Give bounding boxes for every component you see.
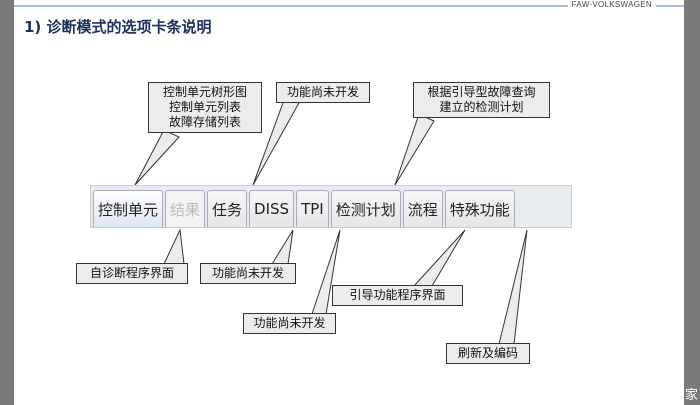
- tab-flow[interactable]: 流程: [402, 190, 443, 227]
- tab-diss[interactable]: DISS: [249, 190, 295, 227]
- slide: FAW-VOLKSWAGEN 1) 诊断模式的选项卡条说明 控制单元树形图 控制…: [14, 0, 684, 405]
- tab-results[interactable]: 结果: [165, 190, 206, 227]
- tail-1: [134, 129, 180, 186]
- callout-line: 建立的检测计划: [439, 100, 524, 114]
- tail-4: [163, 228, 185, 265]
- callout-special: 刷新及编码: [446, 343, 530, 364]
- callout-tails: [134, 99, 528, 345]
- tab-tpi[interactable]: TPI: [296, 190, 329, 227]
- callout-test-plan: 根据引导型故障查询 建立的检测计划: [413, 82, 550, 118]
- callout-tasks: 功能尚未开发: [276, 82, 370, 103]
- tab-control-unit[interactable]: 控制单元: [93, 190, 164, 227]
- tail-8: [498, 229, 528, 345]
- diagnosis-tab-bar: 控制单元 结果 任务 DISS TPI 检测计划 流程 特殊功能: [90, 185, 572, 228]
- callout-flow: 引导功能程序界面: [332, 285, 463, 306]
- tail-7: [412, 229, 466, 287]
- header-line: [14, 5, 684, 7]
- watermark: 家: [684, 388, 698, 403]
- callout-line: 根据引导型故障查询: [427, 85, 536, 99]
- tab-tasks[interactable]: 任务: [207, 190, 248, 227]
- tab-special-functions[interactable]: 特殊功能: [444, 190, 515, 227]
- callout-control-unit: 控制单元树形图 控制单元列表 故障存储列表: [148, 82, 262, 133]
- callout-line: 控制单元树形图: [162, 85, 247, 99]
- brand-logo: FAW-VOLKSWAGEN: [567, 0, 656, 10]
- tab-test-plan[interactable]: 检测计划: [330, 190, 401, 227]
- tail-5: [271, 229, 294, 265]
- callout-line: 控制单元列表: [168, 100, 241, 114]
- callout-tpi: 功能尚未开发: [243, 313, 336, 334]
- callout-line: 故障存储列表: [168, 115, 241, 129]
- page-title: 1) 诊断模式的选项卡条说明: [24, 18, 212, 36]
- tail-3: [394, 113, 435, 186]
- callout-diss: 功能尚未开发: [200, 263, 296, 284]
- callout-self-diagnosis: 自诊断程序界面: [76, 263, 188, 284]
